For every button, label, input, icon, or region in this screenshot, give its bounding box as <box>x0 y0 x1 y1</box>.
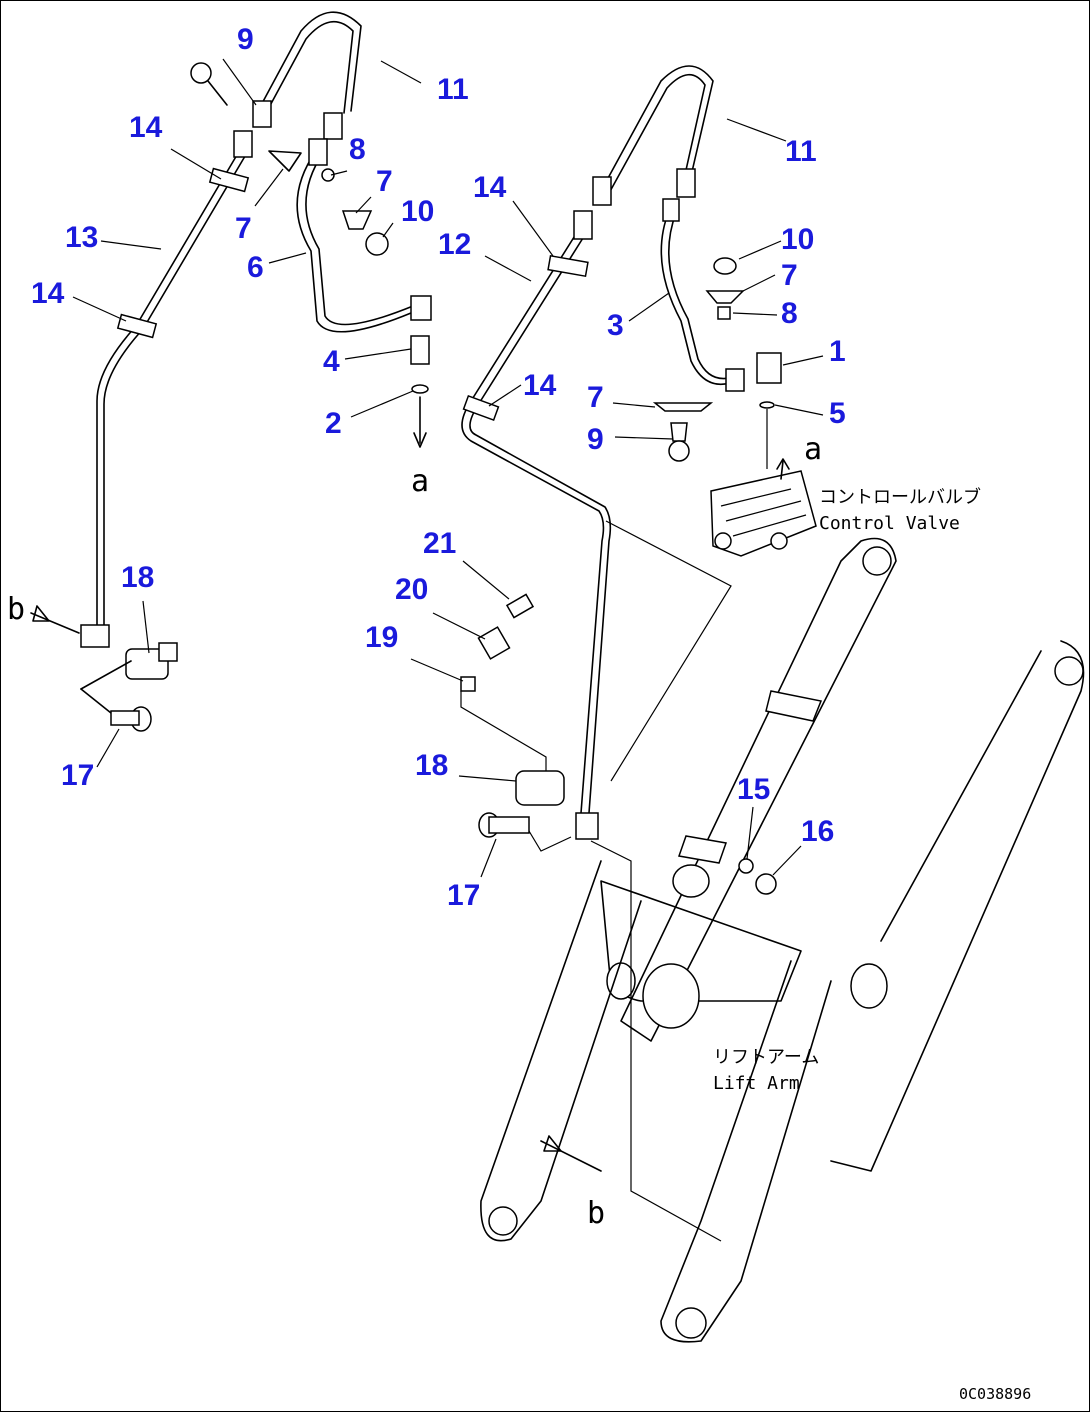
callout-2: 2 <box>325 407 342 440</box>
tube-13-assembly <box>30 11 432 732</box>
control-valve-label-jp: コントロールバルブ <box>819 486 981 508</box>
callout-16: 16 <box>801 815 834 848</box>
callout-8: 8 <box>349 133 366 166</box>
callout-5: 5 <box>829 397 846 430</box>
callout-8: 8 <box>781 297 798 330</box>
callout-7: 7 <box>781 259 798 292</box>
callout-1: 1 <box>829 335 846 368</box>
callout-18: 18 <box>121 561 154 594</box>
component-labels: コントロールバルブ Control Valve リフトアーム Lift Arm <box>713 486 981 1094</box>
callout-10: 10 <box>401 195 434 228</box>
callout-11: 11 <box>437 73 469 106</box>
callout-9: 9 <box>587 423 604 456</box>
callout-14: 14 <box>473 171 507 204</box>
tube-12-assembly <box>460 65 817 852</box>
callout-9: 9 <box>237 23 254 56</box>
callout-4: 4 <box>323 345 340 378</box>
lift-arm-frame <box>480 520 1085 1343</box>
callout-20: 20 <box>395 573 428 606</box>
ref-a-left: a <box>411 464 429 499</box>
callout-6: 6 <box>247 251 264 284</box>
callout-13: 13 <box>65 221 98 254</box>
ref-b-left: b <box>7 592 25 627</box>
callout-3: 3 <box>607 309 624 342</box>
callout-17: 17 <box>61 759 94 792</box>
callout-7: 7 <box>235 212 252 245</box>
ref-a-right: a <box>804 432 822 467</box>
callout-12: 12 <box>438 228 471 261</box>
callout-14: 14 <box>31 277 65 310</box>
control-valve-label-en: Control Valve <box>819 513 960 534</box>
callout-14: 14 <box>523 369 557 402</box>
callout-18: 18 <box>415 749 448 782</box>
callout-14: 14 <box>129 111 163 144</box>
ref-b-bottom: b <box>587 1196 605 1231</box>
callout-11: 11 <box>785 135 817 168</box>
lift-arm-label-jp: リフトアーム <box>713 1047 819 1068</box>
callout-21: 21 <box>423 527 456 560</box>
callout-19: 19 <box>365 621 398 654</box>
callout-7: 7 <box>587 381 604 414</box>
callout-10: 10 <box>781 223 814 256</box>
callout-numbers: 9 11 14 8 7 10 13 7 6 14 4 2 11 14 12 10… <box>31 23 846 912</box>
leader-lines <box>72 58 824 878</box>
callout-7: 7 <box>376 165 393 198</box>
reference-letters: a a b b <box>7 432 822 1231</box>
callout-17: 17 <box>447 879 480 912</box>
callout-15: 15 <box>737 773 770 806</box>
lift-arm-label-en: Lift Arm <box>713 1073 800 1094</box>
drawing-code: 0C038896 <box>959 1385 1031 1403</box>
